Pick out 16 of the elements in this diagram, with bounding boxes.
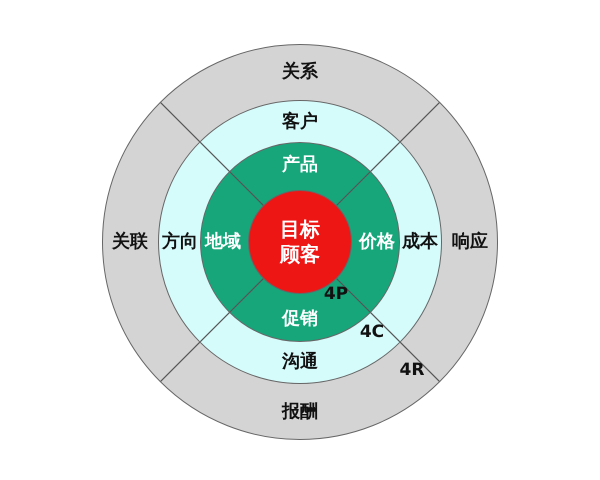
ring-label: 目标顾客 bbox=[279, 217, 321, 267]
ring-tag: 4R bbox=[400, 360, 424, 380]
ring-label: 产品 bbox=[282, 154, 318, 176]
ring-label: 关系 bbox=[282, 60, 318, 84]
ring-label: 价格 bbox=[359, 230, 395, 254]
ring-label: 响应 bbox=[452, 230, 488, 254]
ring-label: 客户 bbox=[282, 110, 318, 134]
ring-label: 促销 bbox=[282, 308, 318, 330]
ring-label: 关联 bbox=[112, 230, 148, 254]
ring-label: 成本 bbox=[402, 230, 438, 254]
ring-label: 沟通 bbox=[282, 350, 318, 374]
ring-label: 地域 bbox=[205, 230, 241, 254]
ring-tag: 4P bbox=[324, 284, 348, 304]
ring-label: 方向 bbox=[162, 230, 198, 254]
ring-label: 报酬 bbox=[282, 400, 318, 424]
ring-tag: 4C bbox=[360, 322, 384, 342]
